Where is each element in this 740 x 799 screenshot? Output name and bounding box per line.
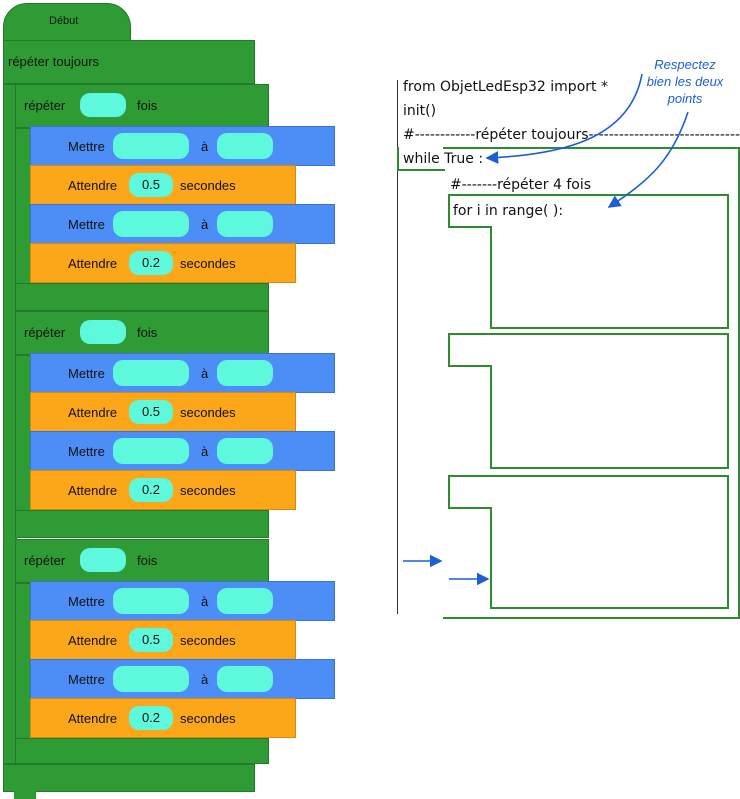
code-while-line: while True :: [403, 151, 484, 167]
wait-label: Attendre: [68, 256, 118, 271]
wait-seconds-input[interactable]: 0.5: [129, 400, 173, 424]
set-block[interactable]: Mettre à: [30, 126, 335, 166]
wait-seconds-value: 0.2: [141, 710, 161, 725]
wait-block[interactable]: Attendre 0.2 secondes: [30, 698, 296, 738]
wait-seconds-value: 0.2: [141, 255, 161, 270]
wait-block[interactable]: Attendre 0.5 secondes: [30, 620, 296, 660]
set-label: Mettre: [68, 366, 105, 381]
seconds-label: secondes: [180, 633, 236, 648]
set-label: Mettre: [68, 594, 105, 609]
wait-seconds-input[interactable]: 0.2: [129, 706, 173, 730]
to-label: à: [201, 217, 209, 232]
repeat-block-2-footer: [15, 510, 269, 538]
to-label: à: [201, 444, 209, 459]
repeat-label: répéter: [24, 553, 66, 568]
to-label: à: [201, 366, 209, 381]
set-block[interactable]: Mettre à: [30, 431, 335, 471]
note-line-1: Respectez: [654, 57, 716, 72]
code-init-line: init(): [403, 103, 437, 119]
seconds-label: secondes: [180, 711, 236, 726]
set-label: Mettre: [68, 217, 105, 232]
times-label: fois: [137, 325, 158, 340]
set-target-input[interactable]: [113, 666, 189, 692]
to-label: à: [201, 594, 209, 609]
start-label: Début: [49, 15, 79, 27]
code-for-line: for i in range( ):: [453, 203, 564, 219]
seconds-label: secondes: [180, 405, 236, 420]
wait-seconds-value: 0.5: [141, 404, 161, 419]
set-block[interactable]: Mettre à: [30, 204, 335, 244]
wait-seconds-input[interactable]: 0.2: [129, 251, 173, 275]
wait-seconds-input[interactable]: 0.5: [129, 173, 173, 197]
forever-block-footer[interactable]: [3, 764, 255, 792]
repeat-block-3-footer: [15, 738, 269, 764]
set-target-input[interactable]: [113, 360, 189, 386]
set-label: Mettre: [68, 672, 105, 687]
start-hat-block[interactable]: Début: [3, 3, 131, 43]
repeat-block-3-arm: [15, 583, 31, 739]
wait-block[interactable]: Attendre 0.2 secondes: [30, 243, 296, 283]
set-value-input[interactable]: [217, 211, 273, 237]
times-label: fois: [137, 553, 158, 568]
code-left-rule: [397, 80, 398, 614]
note-annotation: Respectez bien les deux points: [630, 56, 740, 107]
code-import-line: from ObjetLedEsp32 import *: [403, 79, 608, 95]
repeat-count-input[interactable]: [80, 93, 126, 117]
set-target-input[interactable]: [113, 211, 189, 237]
repeat-block-3-header[interactable]: répéter fois: [15, 539, 269, 583]
set-label: Mettre: [68, 139, 105, 154]
seconds-label: secondes: [180, 256, 236, 271]
to-label: à: [201, 672, 209, 687]
wait-label: Attendre: [68, 483, 118, 498]
seconds-label: secondes: [180, 483, 236, 498]
note-line-3: points: [667, 91, 703, 106]
while-keyword-box: [397, 147, 445, 171]
seconds-label: secondes: [180, 178, 236, 193]
code-comment-repeat: #-------répéter 4 fois: [450, 177, 591, 193]
wait-label: Attendre: [68, 405, 118, 420]
set-label: Mettre: [68, 444, 105, 459]
repeat-count-input[interactable]: [80, 320, 126, 344]
repeat-label: répéter: [24, 325, 66, 340]
to-label: à: [201, 139, 209, 154]
repeat-label: répéter: [24, 98, 66, 113]
wait-seconds-input[interactable]: 0.2: [129, 478, 173, 502]
times-label: fois: [137, 98, 158, 113]
note-line-2: bien les deux: [646, 74, 724, 89]
forever-block-tab: [14, 791, 36, 799]
repeat-block-1-footer: [15, 283, 269, 311]
repeat-block-2-arm: [15, 355, 31, 511]
set-target-input[interactable]: [113, 588, 189, 614]
wait-label: Attendre: [68, 633, 118, 648]
wait-label: Attendre: [68, 711, 118, 726]
wait-seconds-value: 0.5: [141, 632, 161, 647]
wait-block[interactable]: Attendre 0.5 secondes: [30, 165, 296, 205]
repeat-count-input[interactable]: [80, 548, 126, 572]
wait-seconds-input[interactable]: 0.5: [129, 628, 173, 652]
set-value-input[interactable]: [217, 360, 273, 386]
set-value-input[interactable]: [217, 666, 273, 692]
set-block[interactable]: Mettre à: [30, 659, 335, 699]
set-value-input[interactable]: [217, 588, 273, 614]
wait-block[interactable]: Attendre 0.2 secondes: [30, 470, 296, 510]
wait-seconds-value: 0.2: [141, 482, 161, 497]
forever-label: répéter toujours: [8, 54, 100, 69]
wait-label: Attendre: [68, 178, 118, 193]
wait-block[interactable]: Attendre 0.5 secondes: [30, 392, 296, 432]
repeat-block-2-header[interactable]: répéter fois: [15, 311, 269, 355]
set-value-input[interactable]: [217, 438, 273, 464]
forever-block-header[interactable]: répéter toujours: [3, 40, 255, 84]
set-target-input[interactable]: [113, 438, 189, 464]
repeat-block-1-arm: [15, 128, 31, 284]
set-target-input[interactable]: [113, 133, 189, 159]
set-value-input[interactable]: [217, 133, 273, 159]
code-comment-forever: #------------répéter toujours-----------…: [403, 127, 740, 143]
repeat-block-1-header[interactable]: répéter fois: [15, 84, 269, 128]
set-block[interactable]: Mettre à: [30, 353, 335, 393]
wait-seconds-value: 0.5: [141, 177, 161, 192]
set-block[interactable]: Mettre à: [30, 581, 335, 621]
